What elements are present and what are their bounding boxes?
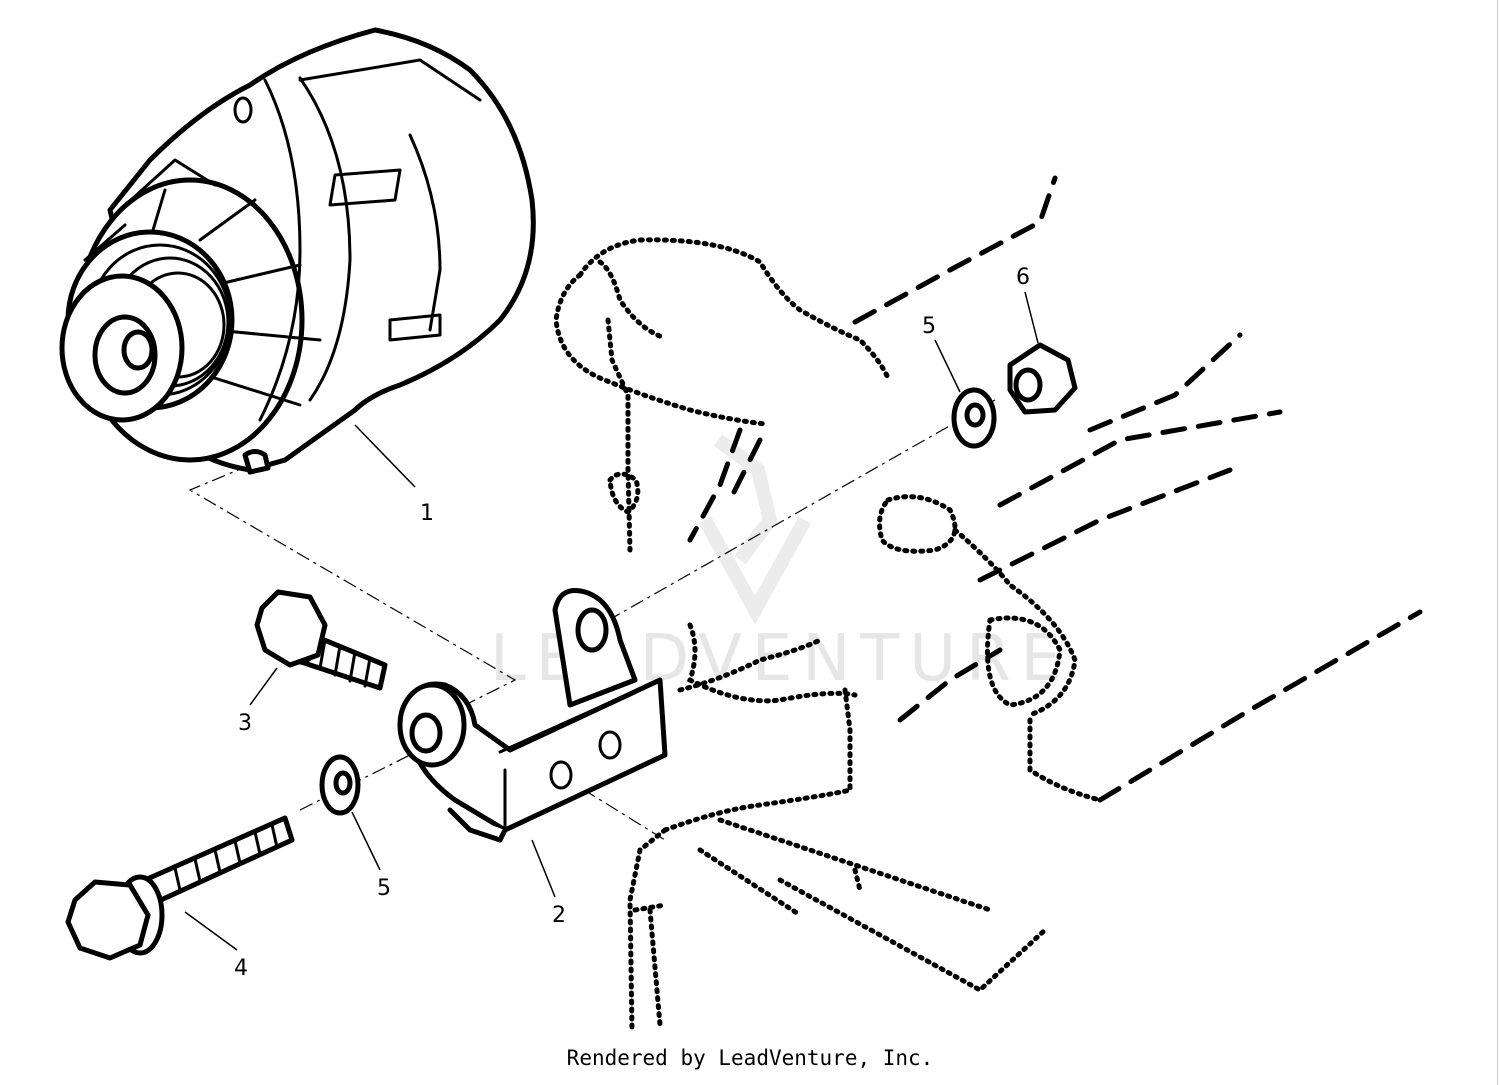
flange-bolt-long — [65, 815, 295, 961]
callout-5-upper: 5 — [922, 314, 936, 339]
alternator — [59, 27, 536, 475]
render-credit: Rendered by LeadVenture, Inc. — [566, 1046, 934, 1070]
callout-4: 4 — [234, 956, 248, 981]
callout-3: 3 — [238, 711, 252, 736]
flange-bolt-short — [254, 589, 388, 691]
callout-2: 2 — [552, 903, 566, 928]
washer-left — [319, 754, 361, 816]
mounting-bracket — [397, 588, 668, 843]
page-edge-line — [1497, 0, 1498, 1085]
engine-block-outline — [553, 175, 1423, 1033]
washer-right — [951, 387, 997, 449]
callout-6: 6 — [1016, 265, 1030, 290]
callout-1: 1 — [420, 501, 434, 526]
callout-labels: 1 2 3 4 5 5 6 — [234, 265, 1030, 981]
callout-5-lower: 5 — [377, 876, 391, 901]
hex-nut — [1007, 342, 1078, 415]
leader-lines — [184, 291, 1039, 951]
